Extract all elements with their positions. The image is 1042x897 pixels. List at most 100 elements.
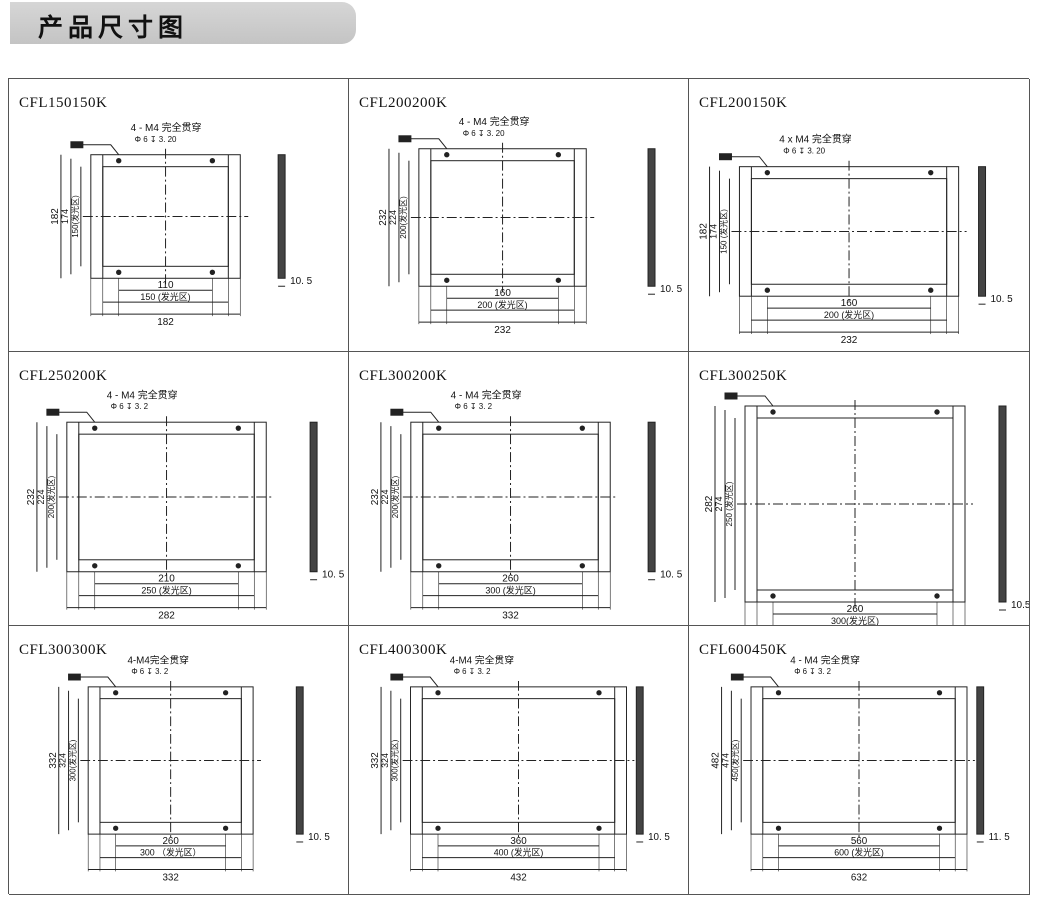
side-profile xyxy=(647,148,656,287)
dim-total-width: 232 xyxy=(494,325,511,336)
mount-hole xyxy=(555,152,562,158)
hole-note: 4-M4 完全贯穿 xyxy=(450,653,514,666)
side-profile xyxy=(976,686,985,835)
dim-total-width: 182 xyxy=(157,317,174,328)
mount-hole xyxy=(770,593,776,599)
dim-thickness: 10.5 xyxy=(1011,600,1029,611)
dim-thickness: 10. 5 xyxy=(290,276,313,287)
dim-emit-height: 200(发光区) xyxy=(398,196,408,239)
dim-hole-width: 160 xyxy=(841,298,858,309)
hole-note: 4-M4完全贯穿 xyxy=(127,653,189,666)
model-label: CFL250200K xyxy=(19,368,108,384)
cable xyxy=(410,138,448,150)
mount-hole xyxy=(222,825,229,831)
dim-hole-width: 260 xyxy=(847,604,864,615)
mount-hole xyxy=(436,425,442,431)
side-profile xyxy=(277,154,286,279)
connector xyxy=(730,673,744,681)
dim-thickness: 10. 5 xyxy=(660,570,683,581)
dim-thickness: 10. 5 xyxy=(322,570,345,581)
mount-hole xyxy=(209,269,216,275)
mount-hole xyxy=(444,152,450,158)
dim-emit-width: 400 (发光区) xyxy=(494,847,544,858)
mount-hole xyxy=(775,690,782,696)
depth-note: Φ 6 ↧ 3. 2 xyxy=(454,667,491,676)
hole-note: 4 - M4 完全贯穿 xyxy=(107,388,178,401)
hole-note: 4 - M4 完全贯穿 xyxy=(790,653,860,666)
dim-emit-height: 450(发光区) xyxy=(730,739,740,781)
connector xyxy=(398,135,412,143)
hole-note: 4 - M4 完全贯穿 xyxy=(459,115,530,128)
mount-hole xyxy=(435,690,441,696)
mount-hole xyxy=(235,425,242,431)
dim-emit-height: 250 (发光区) xyxy=(724,481,734,526)
dim-emit-width: 150 (发光区) xyxy=(140,291,190,302)
side-profile xyxy=(998,405,1007,603)
mount-hole xyxy=(934,593,940,599)
side-profile xyxy=(978,166,987,297)
dim-hole-height: 324 xyxy=(58,753,68,768)
dim-emit-height: 300(发光区) xyxy=(390,739,400,781)
dim-hole-height: 324 xyxy=(380,753,390,768)
dim-total-width: 332 xyxy=(502,611,519,622)
dim-hole-height: 224 xyxy=(36,489,46,504)
cable xyxy=(402,411,440,423)
dim-emit-height: 300(发光区) xyxy=(67,739,77,781)
dim-hole-width: 210 xyxy=(158,574,175,585)
dim-total-width: 282 xyxy=(158,611,175,622)
dim-hole-width: 260 xyxy=(502,574,519,585)
mount-hole xyxy=(113,690,119,696)
mount-hole xyxy=(116,269,122,275)
dim-thickness: 10. 5 xyxy=(308,832,330,843)
connector xyxy=(719,153,732,161)
dim-total-height: 482 xyxy=(711,752,722,768)
dim-emit-width: 600 (发光区) xyxy=(834,847,884,858)
dim-total-height: 232 xyxy=(26,488,37,505)
dim-hole-width: 110 xyxy=(158,280,174,291)
model-label: CFL300200K xyxy=(359,368,448,384)
depth-note: Φ 6 ↧ 3. 20 xyxy=(135,135,177,144)
cable xyxy=(80,676,117,688)
connector xyxy=(390,408,404,416)
dim-emit-width: 200 (发光区) xyxy=(477,299,527,310)
hole-note: 4 - M4 完全贯穿 xyxy=(451,388,522,401)
mount-hole xyxy=(435,825,441,831)
mount-hole xyxy=(596,825,602,831)
dim-hole-width: 360 xyxy=(510,836,527,847)
dim-hole-height: 274 xyxy=(714,496,724,511)
dim-total-height: 332 xyxy=(370,752,381,768)
dim-total-height: 232 xyxy=(370,488,381,505)
dim-thickness: 10. 5 xyxy=(660,284,683,295)
dim-thickness: 11. 5 xyxy=(989,832,1011,843)
dim-hole-width: 160 xyxy=(494,288,511,299)
mount-hole xyxy=(928,169,934,176)
dim-thickness: 10. 5 xyxy=(648,832,670,843)
dim-total-height: 232 xyxy=(378,209,389,226)
model-label: CFL300300K xyxy=(19,642,108,658)
connector xyxy=(46,408,60,416)
mount-hole xyxy=(764,287,771,293)
dim-emit-height: 200(发光区) xyxy=(46,475,56,518)
mount-hole xyxy=(579,425,586,431)
model-label: CFL600450K xyxy=(699,642,788,658)
side-profile xyxy=(635,686,644,835)
depth-note: Φ 6 ↧ 3. 2 xyxy=(131,667,168,676)
dim-total-height: 282 xyxy=(704,495,715,512)
mount-hole xyxy=(770,409,776,415)
dim-hole-height: 174 xyxy=(709,224,719,239)
connector xyxy=(68,673,81,681)
depth-note: Φ 6 ↧ 3. 2 xyxy=(111,402,149,411)
depth-note: Φ 6 ↧ 3. 20 xyxy=(463,129,505,138)
dim-total-width: 332 xyxy=(162,872,178,883)
mount-hole xyxy=(936,690,943,696)
